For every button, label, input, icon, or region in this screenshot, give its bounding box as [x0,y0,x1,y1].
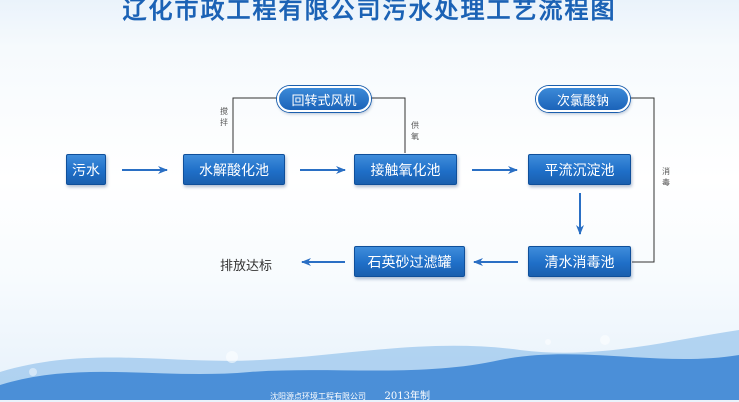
footer-year: 2013年制 [384,391,430,402]
footer: 沈阳源点环境工程有限公司 2013年制 [270,387,430,402]
node-qingshui: 清水消毒池 [528,246,631,277]
water-drop [226,351,238,363]
node-cilvsuan: 次氯酸钠 [536,86,630,112]
node-cilvsuan-label: 次氯酸钠 [556,93,609,109]
node-shiying: 石英砂过滤罐 [354,246,465,277]
node-shuijie: 水解酸化池 [183,154,285,185]
node-wushui: 污水 [66,154,106,185]
chlorine-loop-line [630,97,655,263]
blower-loop-line [232,97,278,153]
water-drop [29,368,37,376]
water-drop [545,339,551,345]
blower-loop-line-right [370,97,406,153]
node-shiying-label: 石英砂过滤罐 [367,254,452,271]
water-wave-front [0,354,739,400]
node-fengji: 回转式风机 [277,86,371,112]
label-gongyang: 供氧 [411,121,419,141]
label-jiaoban: 搅拌 [220,107,228,127]
footer-company: 沈阳源点环境工程有限公司 [270,392,366,401]
node-jiechu: 接触氧化池 [354,154,457,185]
node-pingliu: 平流沉淀池 [528,154,631,185]
node-paifang: 排放达标 [220,259,273,274]
node-fengji-label: 回转式风机 [291,93,357,109]
node-wushui-label: 污水 [72,162,100,179]
label-xiaodu: 消毒 [662,167,670,187]
water-drop [600,335,610,345]
node-shuijie-label: 水解酸化池 [199,162,269,179]
page-title: 辽化市政工程有限公司污水处理工艺流程图 [122,0,617,24]
node-qingshui-label: 清水消毒池 [544,254,615,271]
node-jiechu-label: 接触氧化池 [370,162,441,179]
node-pingliu-label: 平流沉淀池 [544,162,615,179]
